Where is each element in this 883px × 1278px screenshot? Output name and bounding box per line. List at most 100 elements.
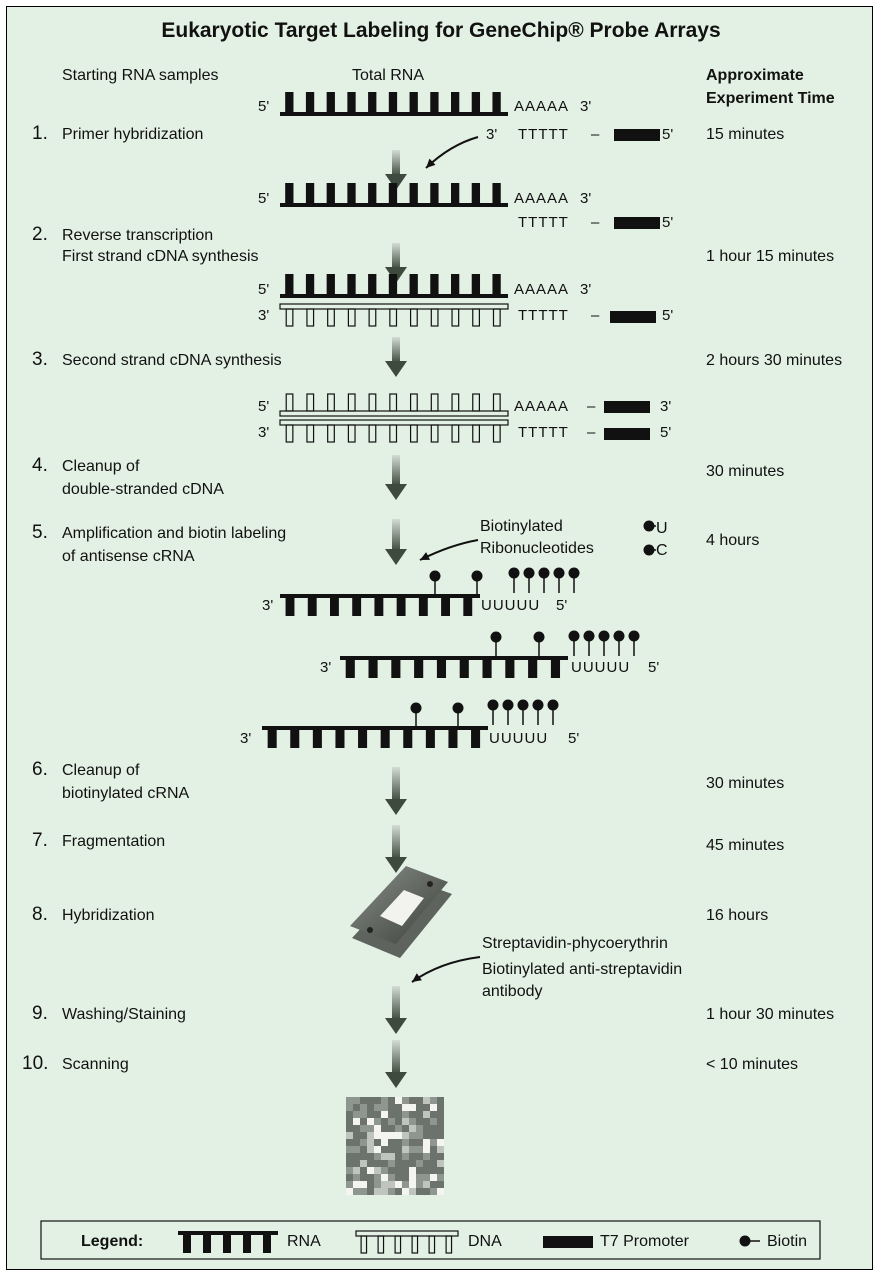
- scan-pixel: [367, 1132, 374, 1139]
- scan-pixel: [381, 1188, 388, 1195]
- rna-base: [436, 660, 447, 678]
- crna-5prime-label: 5': [556, 597, 567, 614]
- dna-base: [451, 393, 460, 412]
- scan-pixel: [409, 1188, 416, 1195]
- scan-pixel: [381, 1153, 388, 1160]
- curved-arrow: [425, 136, 479, 169]
- rna-base: [368, 92, 377, 112]
- biotin-marker: [487, 699, 499, 725]
- rna-base: [409, 274, 418, 294]
- dna-base: [347, 308, 356, 327]
- chip-port: [367, 927, 373, 933]
- rna-backbone: [340, 656, 568, 660]
- dna-base: [472, 393, 480, 412]
- scan-pixel: [402, 1153, 409, 1160]
- biotin-ball: [583, 630, 595, 642]
- biotin-ball: [523, 567, 535, 579]
- t7-promoter-block: [604, 428, 650, 440]
- step-label: Fragmentation: [62, 833, 165, 850]
- primer-5prime-label: 5': [662, 214, 673, 231]
- rna-base: [492, 183, 501, 203]
- starting-samples-label: Starting RNA samples: [62, 67, 219, 84]
- rna-strand: [178, 1231, 278, 1253]
- rna-base: [482, 660, 492, 678]
- antibody-label-line2: antibody: [482, 983, 543, 1000]
- flow-arrow-head: [385, 857, 407, 873]
- rna-strand: [262, 726, 488, 748]
- scan-pixel: [381, 1104, 388, 1111]
- step-4: 4. Cleanup of double-stranded cDNA 30 mi…: [32, 455, 784, 498]
- step-time: 30 minutes: [706, 775, 784, 792]
- step-time: 15 minutes: [706, 126, 784, 143]
- scan-pixel: [437, 1160, 444, 1167]
- poly-u-label: UUUUU: [481, 597, 540, 614]
- scan-pixel: [416, 1160, 423, 1167]
- dna-strand: [355, 1230, 459, 1254]
- dna-base: [347, 393, 356, 412]
- ribonucleotides-label: Ribonucleotides: [480, 540, 594, 557]
- scan-pixel: [402, 1097, 409, 1104]
- cdna-3prime-label: 3': [258, 307, 269, 324]
- scan-pixel: [430, 1174, 437, 1181]
- dna-base: [430, 424, 439, 443]
- dna-base: [389, 424, 398, 443]
- primer-5prime-label: 5': [662, 307, 673, 324]
- dna-base: [411, 1235, 419, 1254]
- dna-base: [492, 424, 501, 443]
- rna-base: [223, 1235, 231, 1253]
- scan-pixel: [381, 1181, 388, 1188]
- dna-base: [306, 393, 315, 412]
- biotin-ball: [568, 567, 580, 579]
- scan-pixel: [374, 1174, 381, 1181]
- flow-arrow-head: [385, 549, 407, 565]
- rna-base: [345, 660, 355, 678]
- rna-base: [305, 92, 315, 112]
- flow-arrow-shaft: [392, 243, 400, 269]
- scan-pixel: [423, 1139, 430, 1146]
- flow-arrow-shaft: [392, 519, 400, 551]
- dna-backbone: [279, 303, 509, 310]
- biotin-marker: [553, 567, 565, 593]
- scan-pixel: [381, 1167, 388, 1174]
- dna-strand: [279, 419, 509, 443]
- rna-base: [305, 274, 315, 294]
- step-time: 16 hours: [706, 907, 768, 924]
- poly-t-label: TTTTT: [518, 126, 569, 143]
- scan-pixel: [374, 1118, 381, 1125]
- scan-pixel: [416, 1181, 423, 1188]
- rna-base: [267, 730, 277, 748]
- scan-pixel: [388, 1188, 395, 1195]
- scan-pixel: [381, 1174, 388, 1181]
- dna-base: [451, 308, 460, 327]
- antibody-label-line1: Biotinylated anti-streptavidin: [482, 961, 682, 978]
- step-label: Hybridization: [62, 907, 154, 924]
- rna-backbone: [178, 1231, 278, 1235]
- scan-pixel: [430, 1139, 437, 1146]
- flow-arrow: [385, 150, 407, 190]
- biotin-ball: [471, 570, 483, 582]
- step-number: 3.: [32, 349, 48, 370]
- step-label: Scanning: [62, 1056, 129, 1073]
- dna-base: [472, 424, 480, 443]
- step-3: 3. Second strand cDNA synthesis 2 hours …: [32, 349, 842, 370]
- crna-5prime-label: 5': [568, 730, 579, 747]
- step-number: 4.: [32, 455, 48, 476]
- flow-arrow: [385, 455, 407, 500]
- flow-arrow-shaft: [392, 455, 400, 486]
- t7-promoter-block: [604, 401, 650, 413]
- poly-a-label: AAAAA: [514, 190, 569, 207]
- ds-3prime-label: 3': [258, 424, 269, 441]
- rna-strand: [280, 274, 508, 298]
- dna-base: [368, 424, 377, 443]
- dash-label: –: [587, 398, 596, 415]
- dna-base: [377, 1235, 385, 1254]
- scan-pixel: [388, 1118, 395, 1125]
- scan-pixel: [381, 1139, 388, 1146]
- rna-base: [307, 598, 317, 616]
- rna-base: [285, 274, 294, 294]
- crna-3prime-label: 3': [262, 597, 273, 614]
- biotin-ball: [508, 567, 520, 579]
- scan-pixel: [423, 1097, 430, 1104]
- scan-pixel: [388, 1160, 395, 1167]
- step-2: 2. Reverse transcription First strand cD…: [32, 224, 834, 265]
